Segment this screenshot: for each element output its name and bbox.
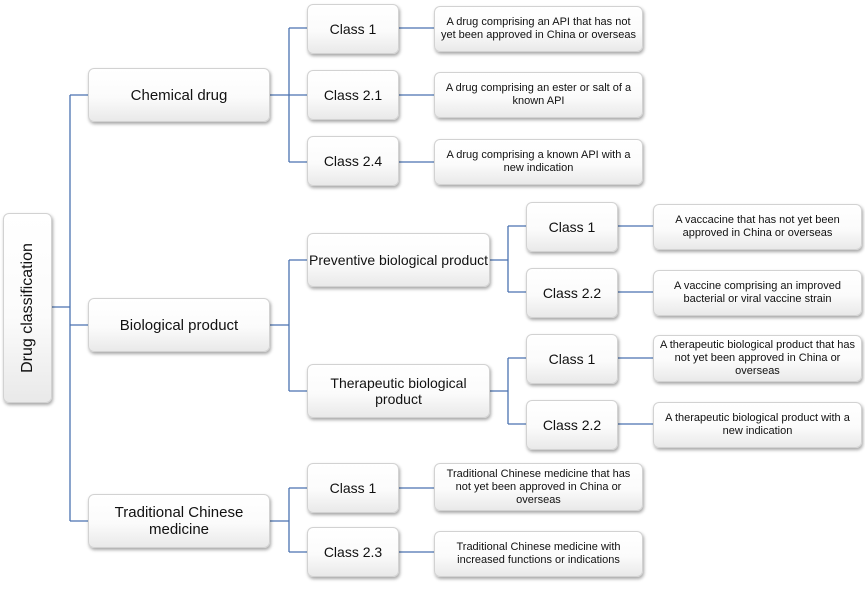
subcategory-therapeutic-biological-product: Therapeutic biological product xyxy=(307,364,490,418)
therapeutic-class-node: Class 1 xyxy=(526,334,618,384)
chemical-class-node: Class 1 xyxy=(307,4,399,54)
description-text: A therapeutic biological product that ha… xyxy=(659,339,856,377)
therapeutic-class-node: Class 2.2 xyxy=(526,400,618,450)
therapeutic-class-description: A therapeutic biological product with a … xyxy=(653,402,862,448)
description-text: A therapeutic biological product with a … xyxy=(665,412,850,437)
class-label: Class 1 xyxy=(548,351,596,367)
category-label: Traditional Chinese medicine xyxy=(114,504,244,538)
chemical-class-node: Class 2.4 xyxy=(307,136,399,186)
category-biological-product: Biological product xyxy=(88,298,270,352)
class-label: Class 2.3 xyxy=(323,544,383,560)
category-label: Biological product xyxy=(119,316,239,334)
subcategory-preventive-biological-product: Preventive biological product xyxy=(307,233,490,287)
class-label: Class 1 xyxy=(548,219,596,235)
tcm-class-description: Traditional Chinese medicine with increa… xyxy=(434,531,643,577)
description-text: A drug comprising a known API with a new… xyxy=(446,149,631,174)
chemical-class-node: Class 2.1 xyxy=(307,70,399,120)
tcm-class-description: Traditional Chinese medicine that has no… xyxy=(434,463,643,511)
category-chemical-drug: Chemical drug xyxy=(88,68,270,122)
tcm-class-node: Class 2.3 xyxy=(307,527,399,577)
subcategory-label: Preventive biological product xyxy=(309,252,488,268)
connector-chemical xyxy=(270,27,307,163)
connector-tcm xyxy=(270,487,307,553)
preventive-class-description: A vaccine comprising an improved bacteri… xyxy=(653,270,862,316)
category-traditional-chinese-medicine: Traditional Chinese medicine xyxy=(88,494,270,548)
category-label: Chemical drug xyxy=(130,86,228,104)
chemical-class-description: A drug comprising an ester or salt of a … xyxy=(434,72,643,118)
therapeutic-class-description: A therapeutic biological product that ha… xyxy=(653,335,862,382)
preventive-class-node: Class 1 xyxy=(526,202,618,252)
class-label: Class 2.4 xyxy=(323,153,383,169)
description-text: A vaccine comprising an improved bacteri… xyxy=(674,280,841,305)
root-label: Drug classification xyxy=(18,243,36,373)
description-text: A vaccacine that has not yet been approv… xyxy=(675,214,840,239)
chemical-class-description: A drug comprising a known API with a new… xyxy=(434,139,643,185)
class-label: Class 2.2 xyxy=(542,417,602,433)
chemical-class-description: A drug comprising an API that has not ye… xyxy=(434,6,643,52)
connector-biological xyxy=(270,259,307,392)
description-text: A drug comprising an ester or salt of a … xyxy=(445,82,632,107)
preventive-class-description: A vaccacine that has not yet been approv… xyxy=(653,204,862,250)
connector-root xyxy=(52,94,88,522)
tcm-class-node: Class 1 xyxy=(307,463,399,513)
subcategory-label: Therapeutic biological product xyxy=(330,375,467,407)
description-text: Traditional Chinese medicine that has no… xyxy=(446,467,631,506)
description-text: A drug comprising an API that has not ye… xyxy=(440,16,637,41)
connector-therapeutic xyxy=(490,357,526,425)
class-label: Class 2.1 xyxy=(323,87,383,103)
connector-descriptions xyxy=(399,27,653,553)
preventive-class-node: Class 2.2 xyxy=(526,268,618,318)
class-label: Class 1 xyxy=(329,21,377,37)
connector-preventive xyxy=(490,225,526,293)
root-node: Drug classification xyxy=(3,213,52,403)
class-label: Class 2.2 xyxy=(542,285,602,301)
description-text: Traditional Chinese medicine with increa… xyxy=(456,541,621,566)
class-label: Class 1 xyxy=(329,480,377,496)
